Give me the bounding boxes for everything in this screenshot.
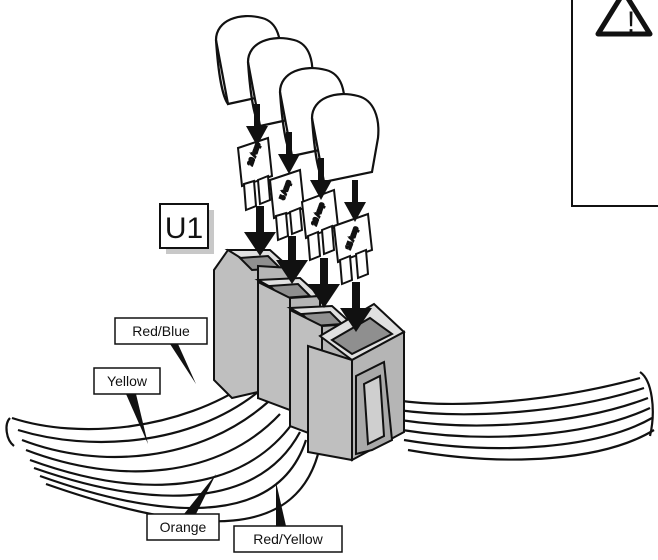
arrow-down-icon [340, 282, 372, 332]
wire-bundle-left [5, 381, 322, 523]
wire-label-yellow-text: Yellow [107, 373, 148, 389]
arrow-down-icon [278, 132, 300, 174]
wire-label-red-blue-text: Red/Blue [132, 323, 190, 339]
wire-label-yellow: Yellow [93, 367, 161, 444]
warning-triangle-icon: ! [595, 0, 653, 39]
arrow-down-icon [246, 104, 268, 146]
warning-symbol: ! [627, 6, 635, 39]
arrow-down-icon [276, 236, 308, 284]
fuse-1: 20 Amp [236, 136, 274, 212]
fuse-2: 5 Amp [268, 168, 306, 242]
unit-label: U1 [159, 203, 214, 254]
arrow-down-icon [310, 158, 332, 200]
wire-bundle-right [394, 371, 655, 461]
warning-box: ! [571, 0, 658, 207]
insert-arrows [244, 104, 372, 332]
wire-label-orange: Orange [146, 474, 220, 541]
fuse-4: 15 Amp [332, 212, 374, 286]
wire-label-red-yellow: Red/Yellow [233, 482, 343, 553]
wire-label-orange-text: Orange [160, 519, 207, 535]
arrow-down-icon [244, 206, 276, 256]
wire-label-red-blue: Red/Blue [114, 317, 208, 384]
unit-label-text: U1 [165, 212, 203, 245]
wire-label-red-yellow-text: Red/Yellow [253, 531, 323, 547]
arrow-down-icon [344, 180, 366, 222]
fuse-3: 20 Amp [300, 188, 340, 262]
arrow-down-icon [308, 258, 340, 308]
fuse-holder [213, 248, 406, 462]
